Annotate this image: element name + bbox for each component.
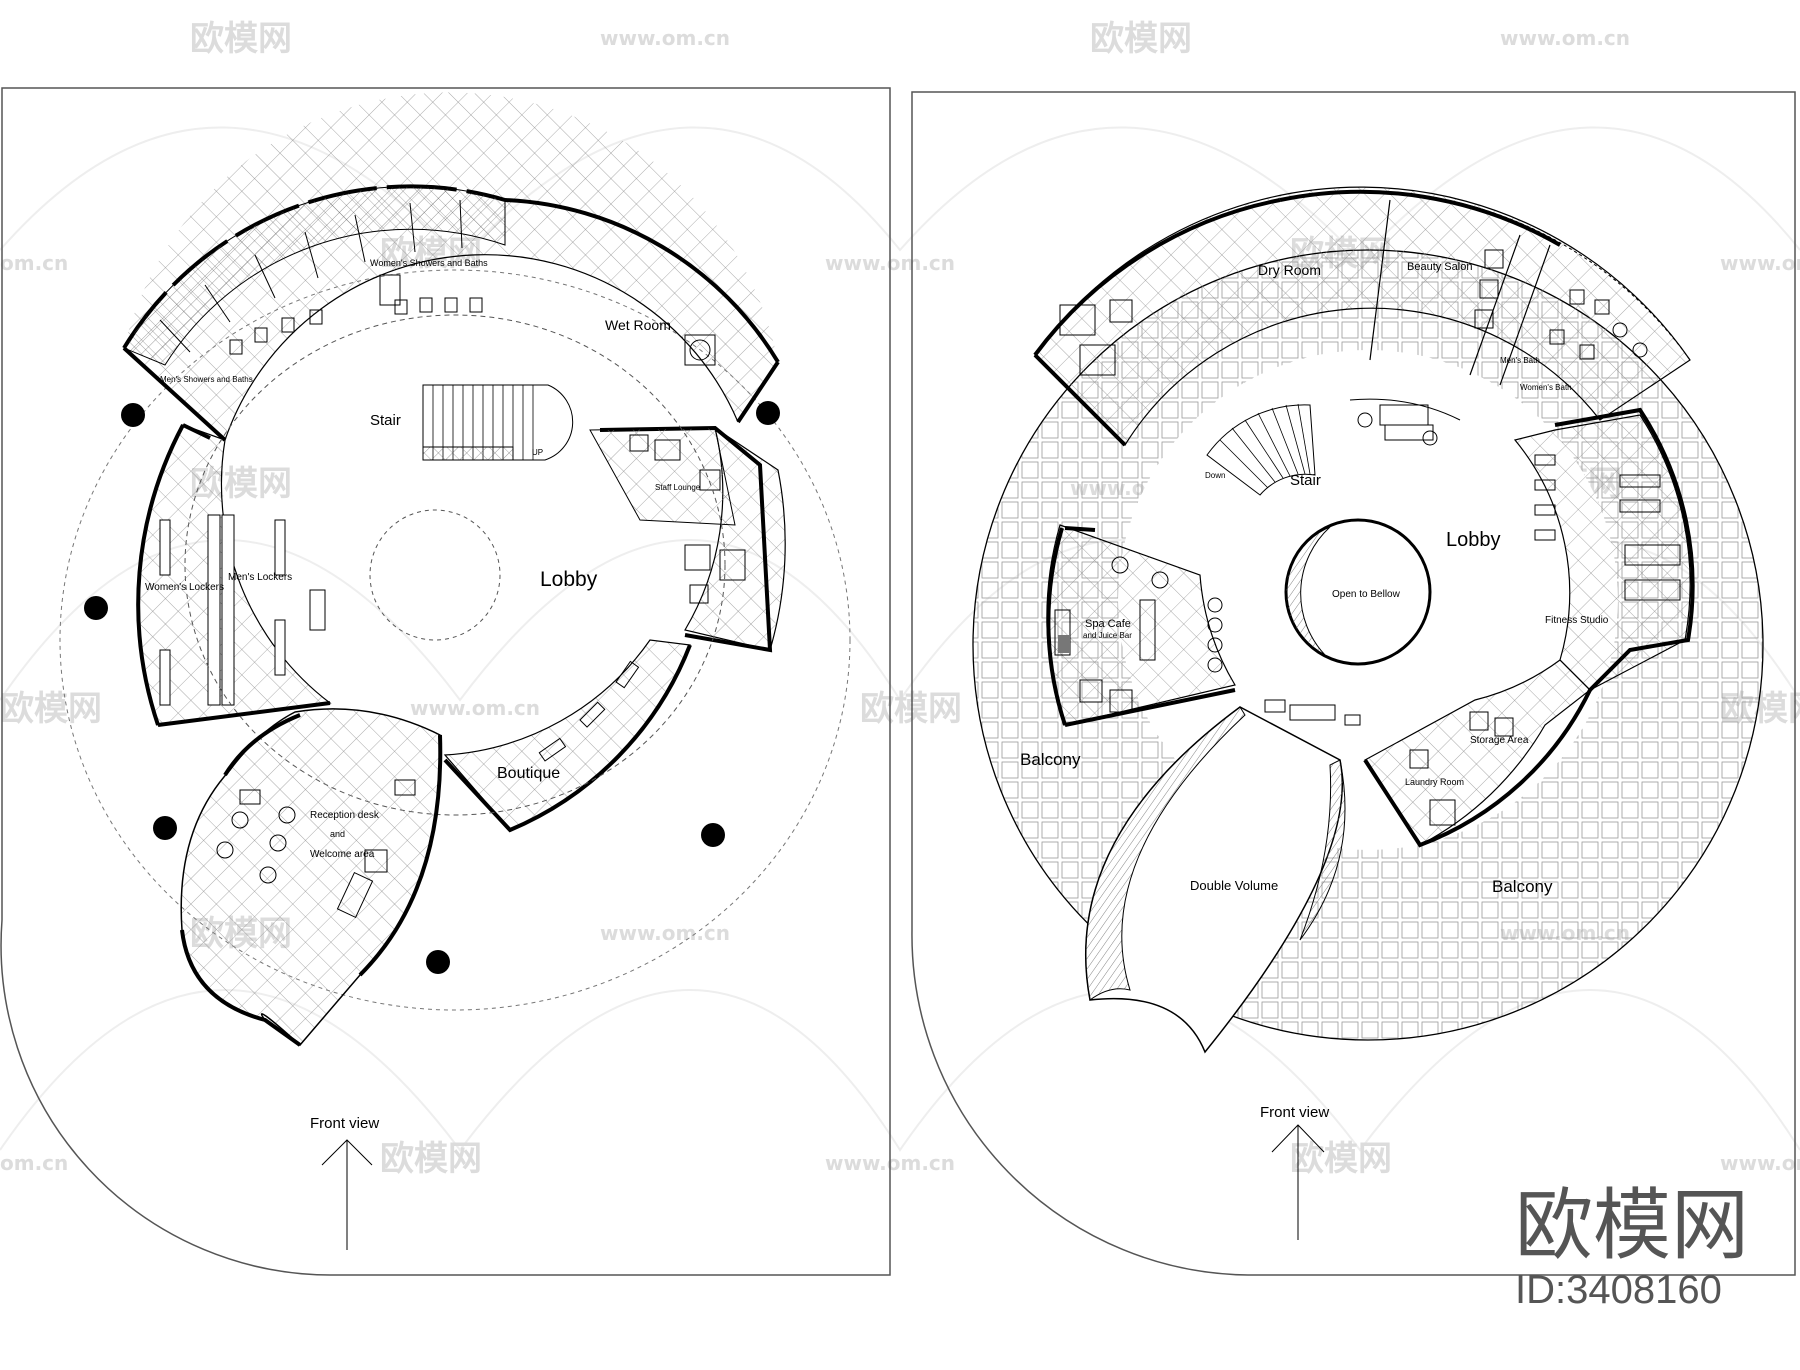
site-boundary (0, 87, 891, 1276)
watermark-logo: 欧模网 (1515, 1181, 1749, 1269)
watermark-url: www.om.cn (410, 696, 540, 720)
room-label-womens-lockers: Women's Lockers (145, 582, 224, 593)
watermark-url: om.cn (0, 1151, 68, 1175)
watermark-brand: 欧模网 (190, 19, 292, 59)
watermark-brand: 欧模网 (1090, 19, 1192, 59)
outer-wall (504, 198, 780, 364)
columns (84, 401, 780, 974)
room-label-womens-bath: Women's Bath (1520, 383, 1572, 392)
room-label-fitness: Fitness Studio (1545, 615, 1609, 626)
room-label-lobby: Lobby (540, 568, 598, 591)
watermark-url: www.om.cn (1720, 1151, 1800, 1175)
upper-ring-floor (1034, 186, 1691, 446)
wet-area-floor (124, 92, 778, 440)
room-label-womens-showers: Women's Showers and Baths (370, 258, 488, 268)
shower-cubicles (123, 185, 506, 366)
reception-floor (180, 708, 442, 1047)
reception-label-line1: Reception desk (310, 810, 380, 821)
watermark-url: www.om.cn (1720, 251, 1800, 275)
stair-down-label: Down (1205, 471, 1225, 480)
lobby-center (369, 509, 501, 641)
watermark-url: om.cn (0, 251, 68, 275)
room-label-lobby: Lobby (1446, 529, 1501, 551)
room-label-dry-room: Dry Room (1258, 262, 1321, 278)
front-view-label: Front view (310, 1115, 379, 1132)
watermark-url: www.om.cn (600, 921, 730, 945)
watermark-id: ID:3408160 (1515, 1268, 1722, 1312)
lobby-outline (184, 314, 726, 816)
balcony-label-left: Balcony (1020, 750, 1081, 769)
room-label-staff-lounge: Staff Lounge (655, 483, 701, 492)
stair-label: Stair (370, 412, 401, 429)
stair (422, 384, 574, 461)
canopy-outline (59, 269, 851, 1011)
spa-cafe-label-line2: and Juice Bar (1083, 631, 1132, 640)
watermark-brand: 欧模网 (0, 689, 102, 729)
watermark-brand: 欧模网 (380, 1139, 482, 1179)
site-boundary (911, 91, 1796, 1276)
reception-label-line3: Welcome area (310, 849, 375, 860)
spa-cafe-label-line1: Spa Cafe (1085, 618, 1131, 630)
watermark-url: www.om.cn (600, 26, 730, 50)
watermark-brand: 欧模网 (1290, 1139, 1392, 1179)
room-label-storage: Storage Area (1470, 735, 1529, 746)
room-label-mens-lockers: Men's Lockers (228, 572, 292, 583)
stair-up-label: UP (532, 448, 543, 457)
room-label-mens-showers: Men's Showers and Baths (160, 375, 253, 384)
open-below-label: Open to Bellow (1332, 589, 1401, 600)
watermark-brand: 欧模网 (860, 689, 962, 729)
room-label-double-volume: Double Volume (1190, 878, 1278, 893)
stair-label: Stair (1290, 472, 1321, 489)
room-label-laundry: Laundry Room (1405, 777, 1464, 787)
upper-floor-plan: Dry Room Beauty Salon Men's Bath Women's… (911, 91, 1796, 1276)
room-label-beauty-salon: Beauty Salon (1407, 261, 1472, 273)
front-view-label: Front view (1260, 1104, 1329, 1121)
room-label-mens-bath: Men's Bath (1500, 356, 1540, 365)
balcony-label-right: Balcony (1492, 877, 1553, 896)
room-label-boutique: Boutique (497, 765, 560, 782)
watermark-url: www.om.cn (1500, 26, 1630, 50)
room-label-wet-room: Wet Room (605, 317, 671, 333)
reception-label-line2: and (330, 829, 345, 839)
ground-floor-plan: Women's Showers and Baths Men's Showers … (0, 87, 891, 1276)
